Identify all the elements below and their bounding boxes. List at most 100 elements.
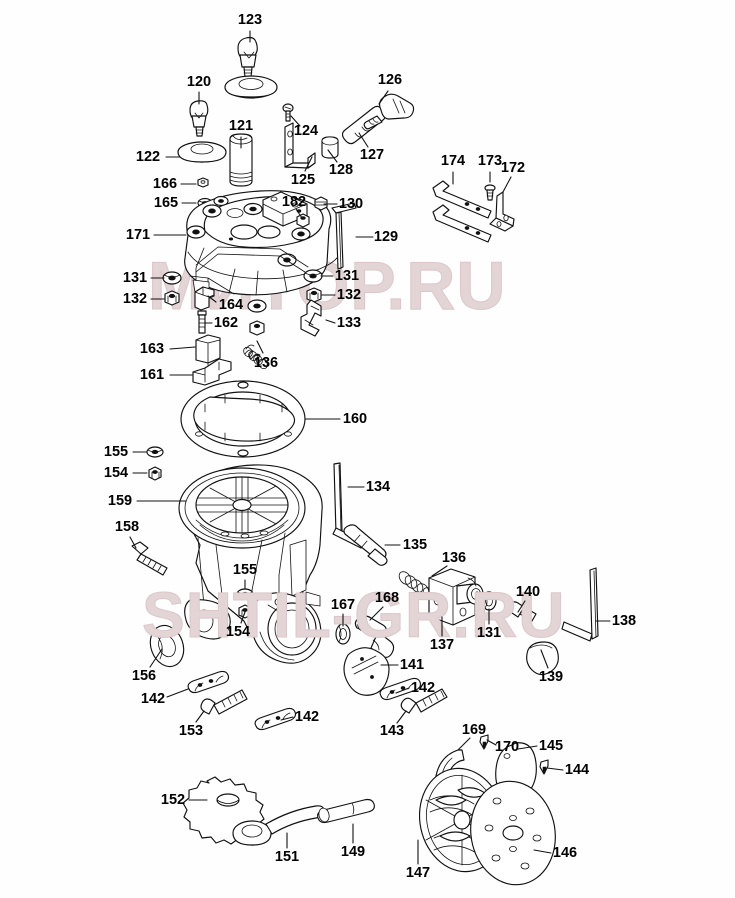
callout-link-plate: 142 bbox=[140, 690, 166, 707]
callout-washer: 131 bbox=[334, 267, 360, 284]
leader-142a bbox=[166, 688, 189, 698]
callout-cylinder-sleeve: 121 bbox=[228, 117, 254, 134]
part-174-rail-clamp bbox=[432, 180, 492, 219]
leader-125 bbox=[304, 156, 313, 172]
leader-164 bbox=[207, 295, 217, 303]
callout-nut: 154 bbox=[103, 464, 129, 481]
leader-142b bbox=[395, 687, 410, 694]
callout-washer: 155 bbox=[103, 443, 129, 460]
part-123-spark-plug-boot bbox=[237, 36, 258, 78]
callout-bolt: 143 bbox=[379, 722, 405, 739]
callout-elbow-fitting: 168 bbox=[374, 589, 400, 606]
callout-spacer-tube: 149 bbox=[340, 843, 366, 860]
part-132-nut-mid bbox=[249, 320, 265, 336]
callout-spring-clip: 133 bbox=[336, 314, 362, 331]
part-137-valve-body bbox=[428, 568, 484, 626]
leader-146 bbox=[533, 849, 552, 854]
callout-screw: 162 bbox=[213, 314, 239, 331]
leader-158 bbox=[129, 536, 137, 549]
part-141-cap-disc bbox=[343, 647, 390, 696]
callout-rivet: 170 bbox=[494, 738, 520, 755]
callout-bolt: 153 bbox=[178, 722, 204, 739]
callout-fan-wheel: 147 bbox=[405, 864, 431, 881]
part-142-link-plate-c bbox=[254, 707, 297, 731]
callout-cap-disc: 141 bbox=[399, 656, 425, 673]
callout-valve-body: 137 bbox=[429, 636, 455, 653]
callout-rivet: 144 bbox=[564, 761, 590, 778]
callout-hex-key: 138 bbox=[611, 612, 637, 629]
part-131-washer-137 bbox=[481, 591, 497, 611]
callout-hex-key: 134 bbox=[365, 478, 391, 495]
part-167-seal-ring bbox=[335, 623, 351, 645]
callout-grommet: 122 bbox=[135, 148, 161, 165]
callout-spark-plug-boot-small: 120 bbox=[186, 73, 212, 90]
callout-nut-small: 166 bbox=[152, 175, 178, 192]
part-161-lever-block bbox=[192, 358, 232, 386]
callout-housing-cover: 171 bbox=[125, 226, 151, 243]
part-130-nut bbox=[314, 196, 328, 211]
leader-168 bbox=[369, 606, 384, 621]
callout-gasket-ring: 160 bbox=[342, 410, 368, 427]
part-124-screw bbox=[282, 103, 294, 122]
part-122-grommet bbox=[177, 141, 227, 163]
callout-nut: 132 bbox=[122, 290, 148, 307]
part-163-block bbox=[195, 334, 221, 366]
part-170-rivet bbox=[479, 734, 489, 750]
leader-139 bbox=[540, 649, 549, 669]
part-120-spark-plug-boot bbox=[189, 100, 209, 137]
part-121-cylinder-sleeve bbox=[229, 133, 253, 187]
part-133-spring-clip bbox=[300, 299, 322, 337]
callout-bolt: 158 bbox=[114, 518, 140, 535]
callout-bracket: 125 bbox=[290, 171, 316, 188]
callout-washer: 165 bbox=[153, 194, 179, 211]
part-136-spring-upper bbox=[243, 344, 268, 370]
callout-bushing: 128 bbox=[328, 161, 354, 178]
leader-127 bbox=[358, 132, 369, 148]
callout-clip: 164 bbox=[218, 296, 244, 313]
callout-spark-plug-boot: 123 bbox=[237, 11, 263, 28]
part-159-main-housing bbox=[178, 464, 323, 664]
leader-156 bbox=[149, 648, 163, 668]
part-140-screw bbox=[508, 601, 537, 622]
part-155-washer-upper bbox=[146, 446, 164, 458]
part-164-clip bbox=[194, 286, 215, 311]
callout-screw: 173 bbox=[477, 152, 503, 169]
leader-128 bbox=[327, 149, 338, 163]
callout-washer: 131 bbox=[476, 624, 502, 641]
part-182-nut bbox=[296, 213, 310, 228]
callout-screw: 140 bbox=[515, 583, 541, 600]
part-158-bolt bbox=[131, 541, 168, 576]
callout-washer: 131 bbox=[122, 269, 148, 286]
part-131-washer-left bbox=[162, 271, 182, 285]
part-154-nut-upper bbox=[148, 466, 162, 481]
part-139-cap bbox=[526, 641, 559, 676]
leader-124 bbox=[290, 115, 301, 127]
callout-rail-clamp: 174 bbox=[440, 152, 466, 169]
leader-126 bbox=[378, 90, 389, 105]
leader-133 bbox=[325, 319, 336, 324]
leader-153 bbox=[195, 710, 205, 723]
part-134-hex-key bbox=[332, 462, 365, 549]
part-156-seal-ring bbox=[149, 624, 185, 668]
callout-main-housing: 159 bbox=[107, 492, 133, 509]
callout-seal-ring: 156 bbox=[131, 667, 157, 684]
part-142-link-plate-a bbox=[187, 670, 230, 694]
callout-retaining-clip: 169 bbox=[461, 721, 487, 738]
callout-seal-ring: 167 bbox=[330, 596, 356, 613]
callout-back-plate: 146 bbox=[552, 844, 578, 861]
leader-140 bbox=[517, 600, 526, 613]
part-132-nut-left bbox=[164, 290, 180, 306]
leader-142c bbox=[280, 716, 294, 721]
callout-spring: 136 bbox=[441, 549, 467, 566]
callout-nut: 130 bbox=[338, 195, 364, 212]
part-149-spacer-tube bbox=[317, 798, 375, 824]
callout-block: 163 bbox=[139, 340, 165, 357]
leader-145 bbox=[517, 745, 538, 750]
callout-link-plate: 142 bbox=[294, 708, 320, 725]
callout-nut: 182 bbox=[281, 193, 307, 210]
callout-cover-plate: 145 bbox=[538, 737, 564, 754]
part-160-gasket-ring bbox=[180, 380, 306, 458]
callout-washer: 155 bbox=[232, 561, 258, 578]
